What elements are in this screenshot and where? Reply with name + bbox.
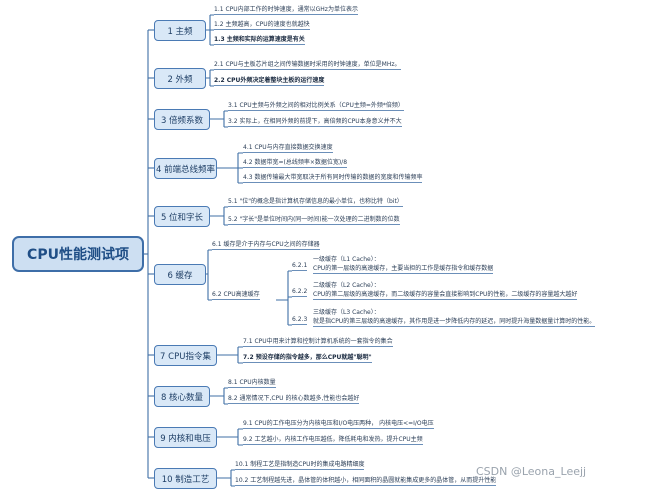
leaf-9-1[interactable]: 9.1 CPU的工作电压分为内核电压和I/O电压两种， 内核电压<=I/O电压 xyxy=(243,420,434,429)
topic-10[interactable]: 10 制造工艺 xyxy=(154,468,217,489)
topic-2[interactable]: 2 外频 xyxy=(154,68,206,89)
leaf-7-2[interactable]: 7.2 预设存储的指令越多，那么CPU就越"聪明" xyxy=(243,354,372,363)
topic-3[interactable]: 3 倍频系数 xyxy=(154,109,210,130)
cache-l1-title: 一级缓存（L1 Cache）： xyxy=(313,256,380,263)
topic-5[interactable]: 5 位和字长 xyxy=(154,206,210,227)
leaf-2-2[interactable]: 2.2 CPU外频决定着整块主板的运行速度 xyxy=(214,77,325,86)
leaf-9-2[interactable]: 9.2 工艺越小，内核工作电压越低，降低耗电和发热，提升CPU主频 xyxy=(243,436,423,445)
leaf-4-2[interactable]: 4.2 数据带宽=(总线频率×数据位宽)/8 xyxy=(243,159,348,168)
leaf-1-2[interactable]: 1.2 主频越高，CPU的速度也就越快 xyxy=(214,21,310,30)
cache-l2-text: CPU的第二层级的高速缓存，而二级缓存的容量会直接影响到CPU的性能，二级缓存的… xyxy=(313,291,578,298)
cache-l2-title: 二级缓存（L2 Cache）： xyxy=(313,282,380,289)
watermark-text: CSDN @Leona_Leejj xyxy=(476,465,587,478)
leaf-3-1[interactable]: 3.1 CPU主频与外频之间的相对比例关系（CPU主频=外频*倍频） xyxy=(228,102,404,111)
leaf-2-1[interactable]: 2.1 CPU与主板芯片组之间传输数据时采用的时钟速度，单位是MHz。 xyxy=(214,61,401,70)
topic-1[interactable]: 1 主频 xyxy=(154,20,206,41)
leaf-5-1[interactable]: 5.1 "位"的概念是指计算机存储信息的最小单位，也称比特（bit） xyxy=(228,198,403,207)
cache-l3-text: 就是指CPU的第三层级的高速缓存，其作用是进一步降低内存的延迟，同时提升海量数据… xyxy=(313,318,596,325)
cache-num-3: 6.2.3 xyxy=(292,316,308,325)
leaf-1-1[interactable]: 1.1 CPU内部工作的时钟速度，通常以GHz为单位表示 xyxy=(214,6,358,15)
leaf-6-2[interactable]: 6.2 CPU高速缓存 xyxy=(212,291,260,300)
topic-7[interactable]: 7 CPU指令集 xyxy=(154,345,217,366)
cache-num-2: 6.2.2 xyxy=(292,288,308,297)
topic-4[interactable]: 4 前端总线频率 xyxy=(154,158,217,179)
cache-num-1: 6.2.1 xyxy=(292,262,308,271)
cache-l1-text: CPU的第一层级的高速缓存，主要当担的工作是缓存指令和缓存数据 xyxy=(313,265,494,272)
leaf-1-3[interactable]: 1.3 主频和实际的运算速度是有关 xyxy=(214,36,305,45)
leaf-8-2[interactable]: 8.2 通常情况下,CPU 的核心数越多,性能也会越好 xyxy=(228,395,360,404)
leaf-10-2[interactable]: 10.2 工艺制程越先进，晶体管的体积越小，相同面积的晶圆就能集成更多的晶体管，… xyxy=(235,477,497,486)
topic-8[interactable]: 8 核心数量 xyxy=(154,386,210,407)
leaf-7-1[interactable]: 7.1 CPU中用来计算和控制计算机系统的一套指令的集合 xyxy=(243,338,393,347)
leaf-3-2[interactable]: 3.2 实际上，在相同外频的前提下，高倍频的CPU本身意义并不大 xyxy=(228,118,402,127)
leaf-4-1[interactable]: 4.1 CPU与内存直接数据交换速度 xyxy=(243,144,333,153)
root-node[interactable]: CPU性能测试项 xyxy=(12,236,144,272)
leaf-5-2[interactable]: 5.2 "字长"是单位时间内(同一时间)能一次处理的二进制数的位数 xyxy=(228,216,400,225)
topic-6[interactable]: 6 缓存 xyxy=(154,264,206,285)
cache-l2[interactable]: 二级缓存（L2 Cache）： CPU的第二层级的高速缓存，而二级缓存的容量会直… xyxy=(313,281,578,300)
leaf-8-1[interactable]: 8.1 CPU内核数量 xyxy=(228,379,276,388)
topic-9[interactable]: 9 内核和电压 xyxy=(154,427,217,448)
cache-l1[interactable]: 一级缓存（L1 Cache）： CPU的第一层级的高速缓存，主要当担的工作是缓存… xyxy=(313,255,494,274)
leaf-10-1[interactable]: 10.1 制程工艺是指制造CPU时的集成电路精细度 xyxy=(235,461,365,470)
cache-l3-title: 三级缓存（L3 Cache）： xyxy=(313,309,380,316)
leaf-6-1[interactable]: 6.1 缓存是介于内存与CPU之间的存储器 xyxy=(212,241,320,250)
cache-l3[interactable]: 三级缓存（L3 Cache）： 就是指CPU的第三层级的高速缓存，其作用是进一步… xyxy=(313,308,596,327)
leaf-4-3[interactable]: 4.3 数据传输最大带宽取决于所有同时传输的数据的宽度和传输频率 xyxy=(243,174,423,183)
